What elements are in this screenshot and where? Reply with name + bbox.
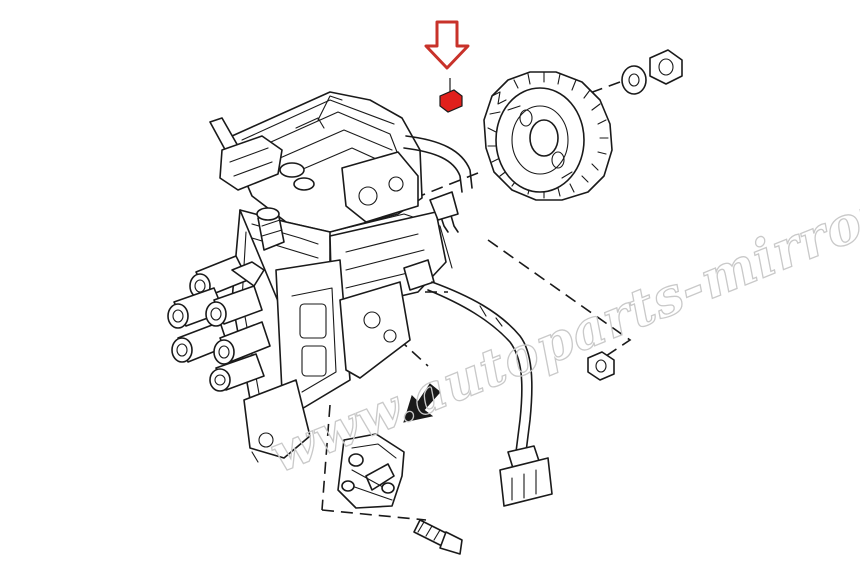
- hollow-down-arrow-icon: [424, 20, 470, 70]
- mounting-nut: [587, 351, 615, 381]
- injection-pump-body: [209, 91, 473, 463]
- mounting-bolt: [413, 519, 463, 555]
- delivery-fittings: [167, 255, 271, 392]
- sensor-harness: [403, 191, 553, 507]
- gear-washer: [621, 65, 647, 95]
- mounting-bracket: [337, 433, 405, 509]
- highlighted-part: [439, 78, 463, 113]
- gear-nut: [649, 49, 683, 85]
- timing-gear: [483, 71, 613, 201]
- solid-down-arrow-icon: [403, 383, 441, 423]
